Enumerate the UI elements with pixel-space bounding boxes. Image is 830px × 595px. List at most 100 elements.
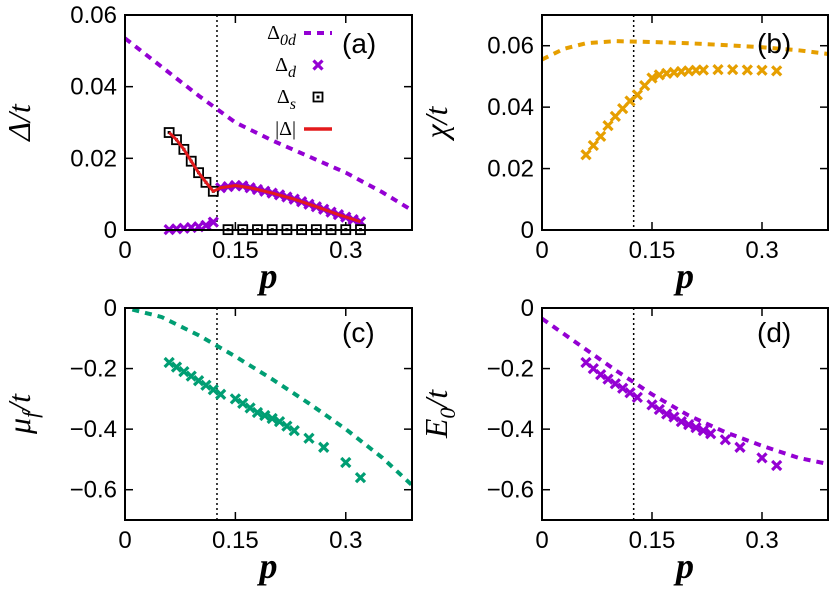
y-axis-label-tail: /t <box>418 389 454 410</box>
y-tick-label: −0.2 <box>70 356 117 383</box>
data-point <box>734 441 746 453</box>
legend-swatch <box>312 59 324 71</box>
data-point <box>288 425 300 437</box>
data-point <box>266 412 278 425</box>
x-tick-label: 0.15 <box>629 527 676 554</box>
y-tick-label: 0 <box>104 295 117 322</box>
plot-frame <box>124 14 413 231</box>
y-tick-label: 0.06 <box>487 33 534 60</box>
data-point <box>185 370 197 382</box>
data-point <box>719 434 731 446</box>
panel-label: (c) <box>342 317 375 348</box>
y-axis-label-tail: /t <box>1 393 37 414</box>
data-point <box>200 219 212 231</box>
data-point <box>771 459 783 472</box>
data-point <box>646 72 658 84</box>
data-point <box>595 130 607 142</box>
legend-label-sub: d <box>288 64 297 81</box>
y-tick-label: −0.6 <box>487 477 534 504</box>
data-point <box>303 432 315 444</box>
series-line <box>540 316 829 466</box>
data-point <box>229 393 242 405</box>
data-point <box>639 80 651 92</box>
series-3 <box>168 131 361 224</box>
data-point <box>617 103 629 115</box>
data-point <box>200 379 212 391</box>
legend-label-sub: 0d <box>280 32 297 49</box>
y-axis-label: Δ/t <box>1 103 37 143</box>
series-0 <box>541 39 829 62</box>
y-tick-label: 0 <box>104 217 117 244</box>
panel-label: (d) <box>757 317 791 348</box>
series-0 <box>131 307 414 487</box>
data-point <box>259 409 271 422</box>
data-point <box>251 406 264 419</box>
data-point <box>697 425 709 437</box>
series-1 <box>580 64 783 161</box>
data-point <box>602 373 614 385</box>
y-tick-label: 0 <box>521 295 534 322</box>
y-tick-label: 0.06 <box>70 2 117 29</box>
x-axis-label: p <box>673 546 694 586</box>
x-tick-label: 0 <box>118 237 131 264</box>
x-axis-label: p <box>257 546 278 586</box>
x-tick-label: 0.15 <box>629 237 676 264</box>
data-point <box>609 378 621 390</box>
data-point <box>617 382 629 394</box>
data-point <box>281 420 293 432</box>
data-point <box>705 428 717 440</box>
series-1 <box>163 356 367 484</box>
plot-frame <box>541 14 829 231</box>
y-tick-label: 0 <box>521 217 534 244</box>
data-point <box>668 411 680 423</box>
legend-label: Δ0d <box>267 22 297 49</box>
data-point <box>192 375 205 387</box>
plot-frame <box>541 307 829 521</box>
data-point <box>631 89 643 101</box>
data-point <box>727 64 739 76</box>
panel-label: (a) <box>342 28 376 59</box>
y-axis-label-sub: 0 <box>435 408 460 419</box>
y-tick-label: −0.4 <box>70 416 117 443</box>
data-point <box>273 415 286 428</box>
data-point <box>683 418 695 431</box>
legend-label-main: Δ <box>277 86 290 108</box>
legend-label: |Δ| <box>275 118 296 140</box>
y-tick-label: 0.04 <box>487 94 534 121</box>
data-point <box>178 365 190 378</box>
data-point <box>354 471 367 484</box>
series-1 <box>580 356 783 472</box>
x-tick-label: 0.3 <box>745 237 778 264</box>
panel-label: (b) <box>757 28 791 59</box>
legend-label: Δd <box>275 54 297 81</box>
data-point <box>631 391 643 403</box>
y-tick-label: 0.02 <box>487 156 534 183</box>
series-0 <box>123 36 414 213</box>
x-axis-label: p <box>257 256 278 296</box>
data-point <box>756 452 768 464</box>
y-tick-label: 0.02 <box>70 145 117 172</box>
plot-frame <box>124 307 413 521</box>
data-point <box>675 415 687 428</box>
data-point <box>595 368 607 381</box>
data-point <box>690 421 702 434</box>
data-point <box>697 64 709 76</box>
legend-swatch-center <box>316 95 320 99</box>
legend-label-main: Δ <box>275 54 288 76</box>
legend-label-main: |Δ| <box>275 118 296 140</box>
data-point <box>646 399 658 411</box>
data-point <box>609 110 621 122</box>
data-point <box>237 397 249 410</box>
data-point <box>318 441 330 453</box>
y-axis-label-main: μ <box>1 418 37 435</box>
y-axis-label: μf/t <box>1 393 43 435</box>
x-axis-label: p <box>673 256 694 296</box>
data-point <box>771 65 783 77</box>
y-axis-label-main: E <box>418 418 454 439</box>
series-line <box>168 131 361 224</box>
